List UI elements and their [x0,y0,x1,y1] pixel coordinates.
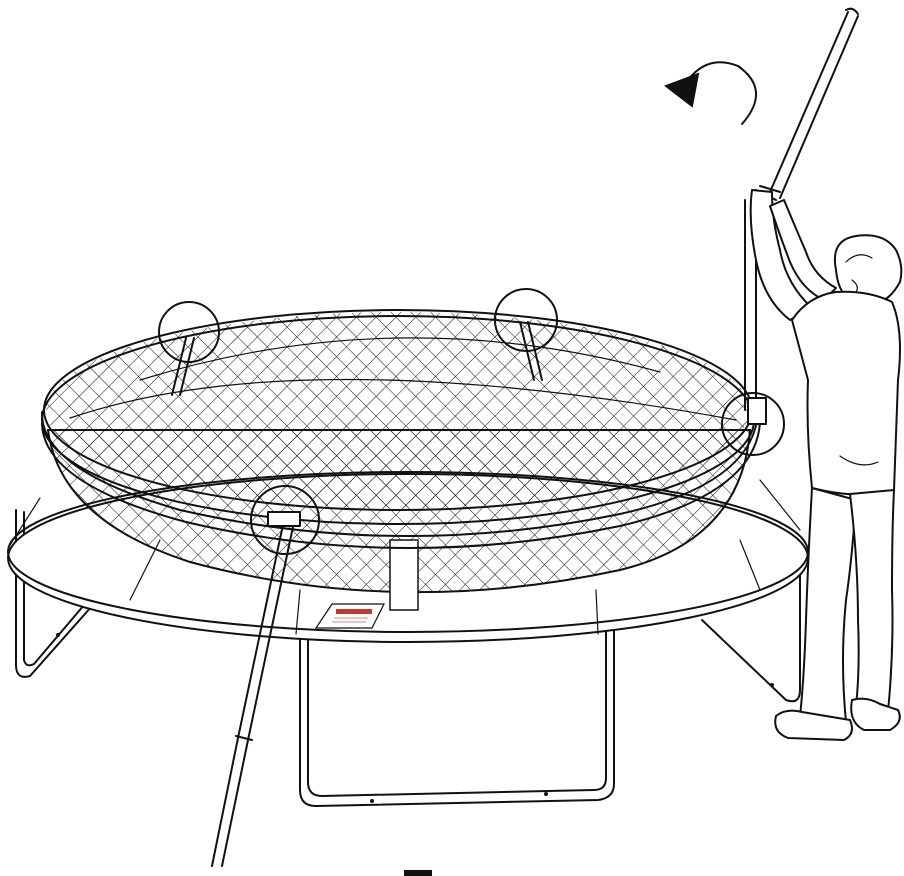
rotate-arrow-icon [666,62,756,124]
bottom-marker [404,870,432,876]
person-figure [751,190,902,740]
